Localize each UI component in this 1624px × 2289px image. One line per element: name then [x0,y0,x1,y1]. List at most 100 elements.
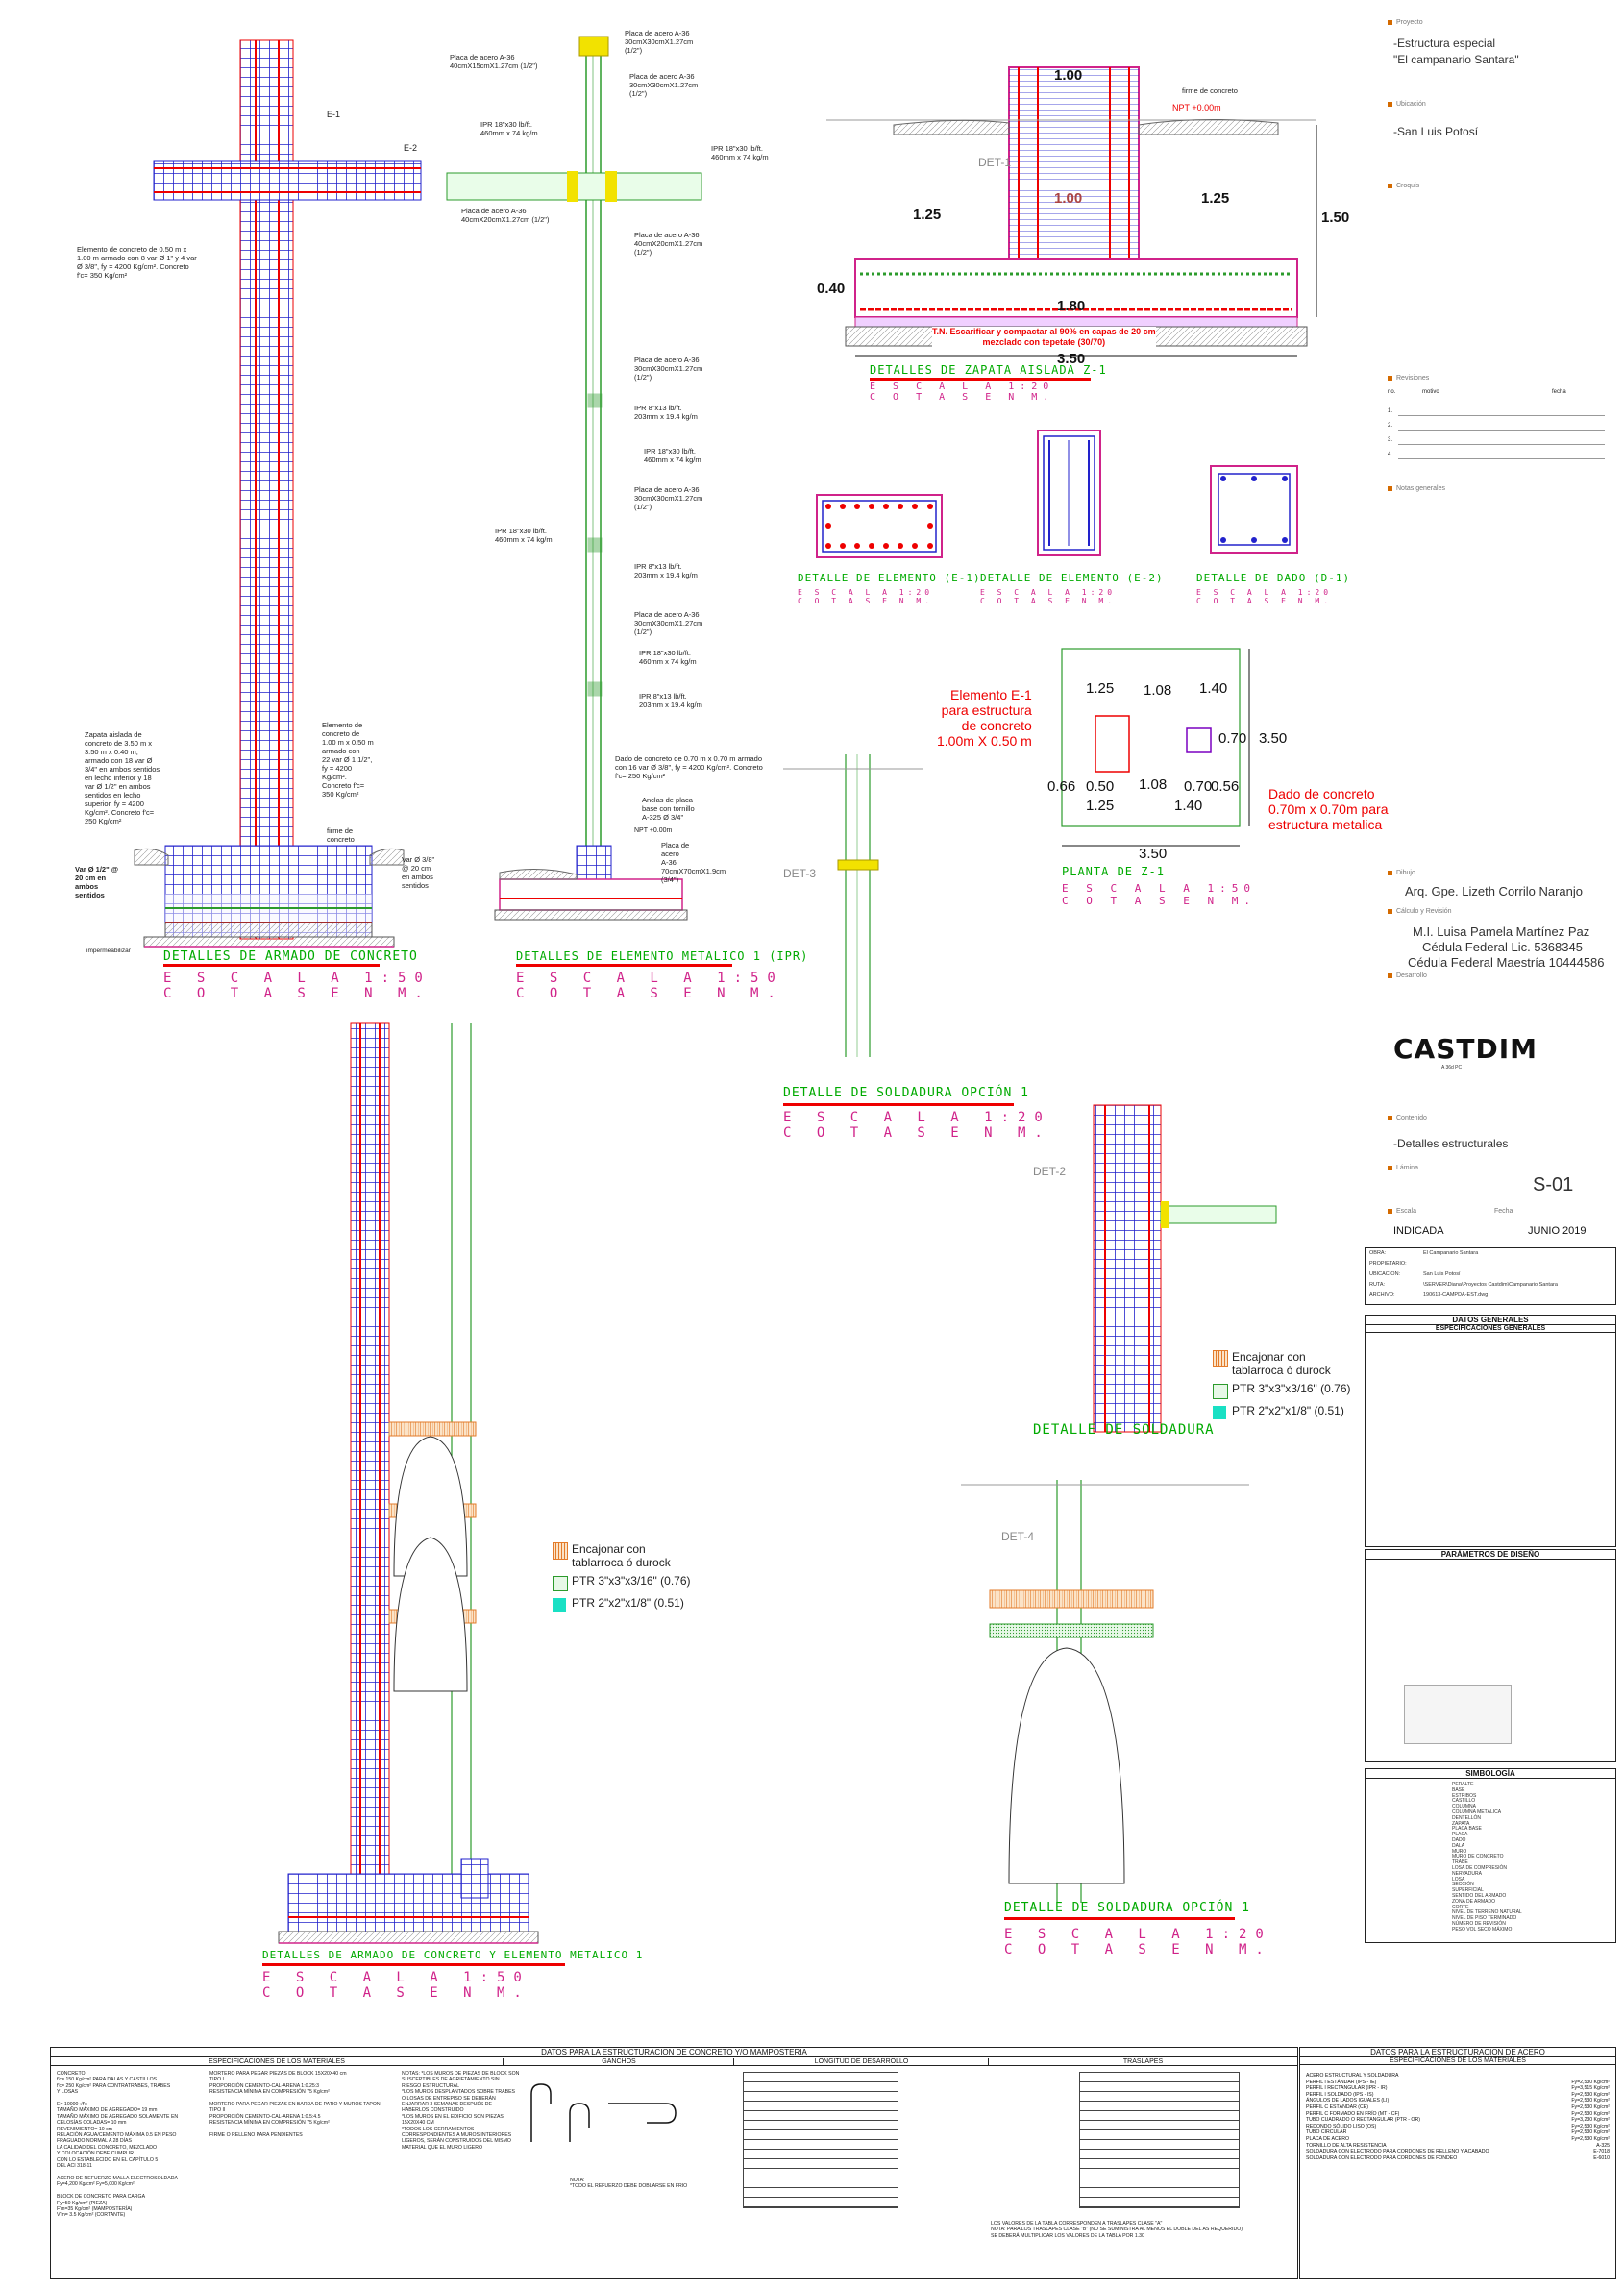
steel-data-block: DATOS PARA LA ESTRUCTURACION DE ACERO ES… [1299,2047,1616,2279]
steel-item-value: Fy=2,530 Kg/cm² [1571,2104,1610,2110]
note-metal-anclas: Anclas de placa base con tornillo A-325 … [642,796,695,822]
general-specs-title: ESPECIFICACIONES GENERALES [1366,1325,1615,1333]
armado-metal-scale: E S C A L A 1:50 C O T A S E N M. [262,1970,530,2001]
note-elemento-e2: Elemento de concreto de 1.00 m x 0.50 m … [322,721,374,799]
steel-item-row: SOLDADURA CON ELECTRODO PARA CORDONES DE… [1306,2155,1610,2162]
symbology-item: COLUMNA [1452,1804,1477,1810]
det3-tag: DET-3 [783,867,817,880]
design-spectrum-figure [1404,1685,1512,1744]
steel-item-row: TUBO CUADRADO O RECTANGULAR (PTR - OR)Fy… [1306,2117,1610,2124]
rev-r3: 3. [1388,437,1393,443]
info-r2-k: PROPIETARIO: [1369,1261,1407,1267]
developer-label: Desarrollo [1388,972,1427,979]
metalico-scale: E S C A L A 1:50 C O T A S E N M. [516,971,784,1001]
info-table: OBRA: El Campanario Santara PROPIETARIO:… [1365,1247,1616,1305]
steel-item-row: ACERO ESTRUCTURAL Y SOLDADURA [1306,2073,1610,2080]
longitud-title: LONGITUD DE DESARROLLO [733,2058,989,2066]
legend-durock: Encajonar con tablarroca ó durock [1232,1350,1331,1377]
concrete-data-block: DATOS PARA LA ESTRUCTURACION DE CONCRETO… [50,2047,1298,2279]
symbology-item: NÚMERO DE REVISIÓN [1452,1920,1506,1927]
note-var-38: Var Ø 3/8" @ 20 cm en ambos sentidos [402,855,435,890]
revisions-label: Revisiones [1388,375,1429,382]
planta-dim-b: 1.08 [1144,682,1172,699]
armado-title: DETALLES DE ARMADO DE CONCRETO [163,949,418,964]
rev-r4: 4. [1388,452,1393,457]
note-metal-p6c: Placa de acero A-36 30cmX30cmX1.27cm (1/… [634,610,703,636]
project-name-1: -Estructura especial [1393,37,1496,50]
ganchos-note: NOTA: *TODO EL REFUERZO DEBE DOBLARSE EN… [570,2178,688,2190]
sold2-title: DETALLE DE SOLDADURA OPCIÓN 1 [1004,1901,1250,1915]
cedula-1: Cédula Federal Lic. 5368345 [1422,940,1583,954]
armado-metal-drawing [278,1022,539,1944]
traslapes-table [1079,2072,1240,2208]
symbology-item: DALA [1452,1842,1465,1849]
soldadura-2-drawing [961,1480,1249,1903]
planta-scale: E S C A L A 1:50 C O T A S E N M. [1062,882,1256,907]
zapata-dim-base: 0.40 [817,281,846,297]
soldadura-1-drawing [783,754,923,1057]
det2-tag: DET-2 [1033,1165,1067,1178]
note-metal-p2: Placa de acero A-36 30cmX30cmX1.27cm (1/… [629,72,699,98]
section-details [816,430,1298,558]
info-r4-v: \SERVER\Diana\Proyectos Castdim\Campanar… [1423,1282,1558,1288]
steel-item-value: A-325 [1596,2142,1610,2149]
planta-dim-f: 0.66 [1047,778,1076,795]
note-e2: E-2 [404,143,418,153]
zapata-dim-total: 3.50 [1057,351,1086,367]
project-label: Proyecto [1388,19,1423,26]
symbology-item: MURO DE CONCRETO [1452,1854,1504,1860]
legend-ptr3-swatch [1213,1384,1228,1399]
rev-r2: 2. [1388,423,1393,429]
zapata-title: DETALLES DE ZAPATA AISLADA Z-1 [870,363,1107,377]
sold-title: DETALLE DE SOLDADURA [1033,1422,1215,1438]
symbology-item: LOSA [1452,1876,1465,1883]
legend-durock-swatch [1213,1350,1228,1367]
general-data-title: DATOS GENERALES [1366,1316,1615,1325]
date-label: Fecha [1494,1208,1513,1215]
planta-dim-h: 1.25 [1086,798,1115,814]
drawn-label: Dibujo [1388,870,1415,876]
note-metal-p4: Placa de acero A-36 40cmX20cmX1.27cm (1/… [461,207,550,224]
planta-red-dado: Dado de concreto 0.70m x 0.70m para estr… [1268,786,1389,832]
note-metal-placa-base: Placa de acero A-36 70cmX70cmX1.9cm (3/4… [661,841,726,884]
symbology-item: SUPERFICIAL [1452,1887,1484,1894]
steel-item-name: REDONDO SÓLIDO LISO (OS) [1306,2123,1377,2129]
steel-item-name: PERFIL C FORMADO EN FRÍO (MT - CF) [1306,2110,1400,2117]
info-r5-v: 190613-CAMPDA-EST.dwg [1423,1292,1489,1298]
symbology-item: ESTRIBOS [1452,1792,1477,1799]
steel-item-row: PERFIL I RECTANGULAR (IPR - IR)Fy=3,515 … [1306,2085,1610,2092]
planta-dim-j: 0.70 [1184,778,1213,795]
symbology-item: NERVADURA [1452,1870,1482,1877]
planta-dim-n: 3.50 [1139,846,1168,862]
planta-dim-c: 1.40 [1199,680,1228,697]
steel-item-value: Fy=2,530 Kg/cm² [1571,2129,1610,2136]
armado-metal-title: DETALLES DE ARMADO DE CONCRETO Y ELEMENT… [262,1949,644,1961]
steel-spec-title: ESPECIFICACIONES DE LOS MATERIALES [1300,2057,1615,2065]
info-r5-k: ARCHIVO: [1369,1292,1395,1298]
info-r1-k: OBRA: [1369,1250,1387,1256]
steel-item-row: REDONDO SÓLIDO LISO (OS) Fy=2,530 Kg/cm² [1306,2124,1610,2130]
zapata-terreno: T.N. Escarificar y compactar al 90% en c… [932,327,1156,348]
symbology-item: TRABE [1452,1859,1468,1866]
planta-red-e1: Elemento E-1 para estructura de concreto… [937,687,1032,749]
ganchos-figures [530,2083,677,2142]
steel-item-value: Fy=2,530 Kg/cm² [1571,2135,1610,2142]
symbology-item: DENTELLÓN [1452,1814,1482,1821]
symbology-item: SENTIDO DEL ARMADO [1452,1892,1507,1899]
note-imper: impermeabilizar [86,948,131,954]
steel-item-value: Fy=2,530 Kg/cm² [1571,2123,1610,2129]
calc-by: M.I. Luisa Pamela Martínez Paz [1413,924,1590,939]
legend-ptr3: PTR 3"x3"x3/16" (0.76) [1232,1382,1351,1395]
planta-dim-i: 1.08 [1139,776,1168,793]
symbology-item: ZONA DE ARMADO [1452,1898,1496,1905]
note-metal-npt: NPT +0.00m [634,827,673,834]
info-r4-k: RUTA: [1369,1282,1386,1288]
scale-label: Escala [1388,1208,1416,1215]
zapata-npt: NPT +0.00m [1172,103,1221,112]
symbology-item: CORTE [1452,1904,1469,1910]
e1-scale: E S C A L A 1:20 C O T A S E N M. [798,588,934,605]
sold1-title: DETALLE DE SOLDADURA OPCIÓN 1 [783,1086,1029,1100]
